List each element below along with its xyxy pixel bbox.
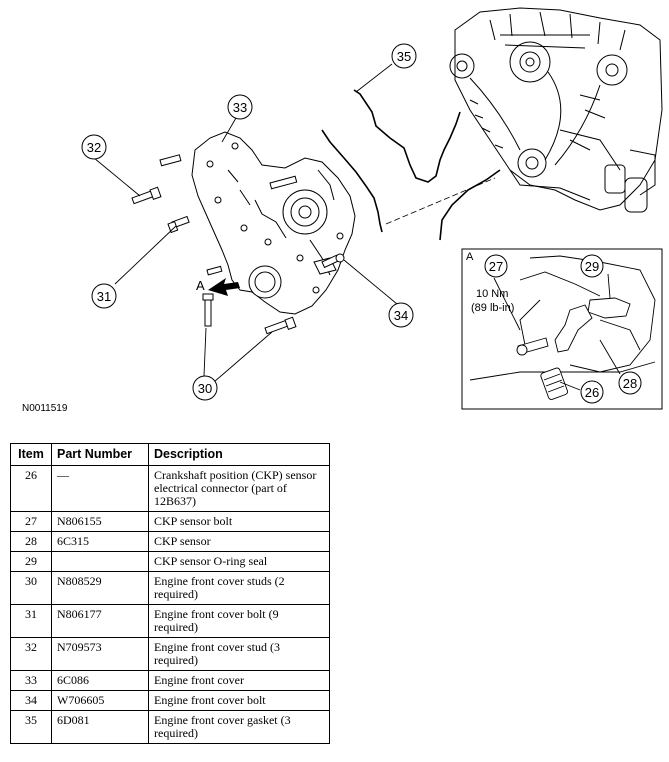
row-item: 34	[10, 690, 52, 711]
row-part-number: 6D081	[51, 710, 149, 744]
callout-33: 33	[227, 94, 253, 120]
svg-text:34: 34	[394, 308, 408, 323]
row-description: Engine front cover	[148, 670, 330, 691]
row-part-number: N709573	[51, 637, 149, 671]
view-a-marker: A	[196, 278, 205, 293]
detail-view-engine	[469, 255, 656, 400]
svg-text:32: 32	[87, 140, 101, 155]
row-description: CKP sensor	[148, 531, 330, 552]
callout-29: 29	[580, 254, 604, 278]
row-description: Engine front cover studs (2 required)	[148, 571, 330, 605]
row-item: 32	[10, 637, 52, 671]
exploded-view-diagram: A A 10 Nm (89 lb-in) 32 33 35 31 34 30	[81, 7, 663, 410]
svg-text:28: 28	[623, 376, 637, 391]
row-description: CKP sensor O-ring seal	[148, 551, 330, 572]
front-cover-bolt-small	[206, 265, 223, 276]
header-part-number: Part Number	[51, 443, 149, 466]
header-item: Item	[10, 443, 52, 466]
row-item: 28	[10, 531, 52, 552]
callout-35: 35	[391, 43, 417, 69]
row-item: 29	[10, 551, 52, 572]
parts-table: Item Part Number Description 26—Cranksha…	[10, 443, 330, 744]
row-part-number	[51, 551, 149, 572]
callout-27: 27	[484, 254, 508, 278]
row-part-number: N808529	[51, 571, 149, 605]
svg-text:(89 lb-in): (89 lb-in)	[471, 302, 514, 314]
svg-text:26: 26	[585, 385, 599, 400]
row-part-number: W706605	[51, 690, 149, 711]
callout-31: 31	[91, 283, 117, 309]
parts-table-body: 26—Crankshaft position (CKP) sensor elec…	[10, 465, 330, 744]
row-item: 33	[10, 670, 52, 691]
engine-front-cover	[191, 131, 356, 315]
row-item: 26	[10, 465, 52, 512]
row-description: Engine front cover bolt (9 required)	[148, 604, 330, 638]
gasket-alignment-line	[385, 177, 496, 225]
callout-32: 32	[81, 134, 107, 160]
row-item: 30	[10, 571, 52, 605]
callout-34: 34	[388, 302, 414, 328]
row-item: 35	[10, 710, 52, 744]
front-cover-bolt-right	[269, 175, 298, 190]
table-row: 26—Crankshaft position (CKP) sensor elec…	[10, 465, 330, 512]
svg-text:10 Nm: 10 Nm	[476, 288, 508, 300]
row-description: CKP sensor bolt	[148, 511, 330, 532]
row-item: 27	[10, 511, 52, 532]
svg-text:35: 35	[397, 49, 411, 64]
row-description: Engine front cover gasket (3 required)	[148, 710, 330, 744]
row-description: Crankshaft position (CKP) sensor electri…	[148, 465, 330, 512]
view-a-arrow	[208, 278, 240, 296]
row-part-number: 6C315	[51, 531, 149, 552]
row-part-number: 6C086	[51, 670, 149, 691]
detail-view-a-label: A	[466, 251, 474, 263]
front-cover-stud-30b	[264, 316, 297, 335]
table-row: 29 CKP sensor O-ring seal	[10, 551, 330, 572]
front-cover-bolt-top	[159, 154, 182, 167]
engine-block	[449, 7, 663, 213]
fasteners	[131, 154, 345, 335]
figure-id: N0011519	[22, 403, 68, 414]
row-part-number: N806155	[51, 511, 149, 532]
row-part-number: —	[51, 465, 149, 512]
row-part-number: N806177	[51, 604, 149, 638]
svg-text:29: 29	[585, 259, 599, 274]
svg-text:33: 33	[233, 100, 247, 115]
svg-text:30: 30	[198, 381, 212, 396]
row-description: Engine front cover bolt	[148, 690, 330, 711]
front-cover-bolt-34	[321, 253, 345, 269]
callout-30: 30	[192, 375, 218, 401]
front-cover-gaskets	[321, 89, 501, 241]
callout-28: 28	[618, 371, 642, 395]
table-header-row: Item Part Number Description	[10, 443, 330, 466]
front-cover-stud-30a	[202, 293, 214, 327]
front-cover-stud-32	[131, 186, 162, 205]
leader-lines	[93, 63, 621, 391]
svg-text:27: 27	[489, 259, 503, 274]
header-description: Description	[148, 443, 330, 466]
row-description: Engine front cover stud (3 required)	[148, 637, 330, 671]
svg-text:31: 31	[97, 289, 111, 304]
front-cover-bolt-31	[167, 215, 190, 234]
callout-26: 26	[580, 380, 604, 404]
row-item: 31	[10, 604, 52, 638]
